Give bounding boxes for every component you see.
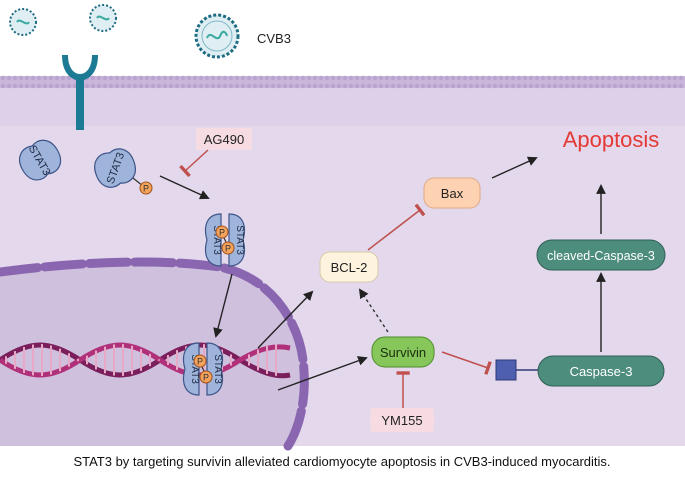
ag490-inhibit-line xyxy=(179,149,209,178)
receptor xyxy=(62,55,98,130)
stat3-label: STAT3 xyxy=(211,225,222,255)
cell-membrane xyxy=(0,75,685,89)
survivin-label: Survivin xyxy=(380,345,426,360)
arrow-to-survivin xyxy=(277,356,368,391)
bcl2-label: BCL-2 xyxy=(331,260,368,275)
arrow-translocation xyxy=(213,273,233,338)
cleaved-caspase3-label: cleaved-Caspase-3 xyxy=(547,249,655,263)
arrow-bax-apoptosis xyxy=(491,156,538,179)
ym155-label: YM155 xyxy=(381,413,422,428)
virus-icon xyxy=(9,8,37,36)
stat3-label: STAT3 xyxy=(189,354,200,384)
phospho-label: P xyxy=(143,184,149,194)
phospho-label: P xyxy=(219,228,225,238)
cleaved-caspase3-node: cleaved-Caspase-3 xyxy=(536,239,666,271)
stat3-monomer: STAT3 xyxy=(19,139,62,181)
bcl2-node: BCL-2 xyxy=(319,251,379,283)
stat3-dimer-nucleus: STAT3 STAT3 P P xyxy=(182,342,224,396)
stat3-dimer: STAT3 STAT3 P P xyxy=(204,213,246,267)
ag490-inhibitor: AG490 xyxy=(196,128,252,150)
bax-node: Bax xyxy=(423,177,481,209)
survivin-inhibits-caspase3 xyxy=(441,351,492,375)
virus-label: CVB3 xyxy=(257,31,291,46)
arrow-activation xyxy=(159,175,210,200)
survivin-node: Survivin xyxy=(371,336,435,368)
figure-caption: STAT3 by targeting survivin alleviated c… xyxy=(73,454,610,469)
bcl2-inhibits-bax xyxy=(367,203,426,251)
virus-icon xyxy=(194,13,240,59)
stat3-phosphorylated: STAT3 P xyxy=(94,148,153,195)
bax-label: Bax xyxy=(441,186,464,201)
apoptosis-label: Apoptosis xyxy=(563,127,660,152)
caspase3-node: Caspase-3 xyxy=(495,355,665,387)
phospho-label: P xyxy=(225,244,231,254)
virus-icon xyxy=(89,4,117,32)
ag490-label: AG490 xyxy=(204,132,244,147)
caspase3-label: Caspase-3 xyxy=(570,364,633,379)
phospho-label: P xyxy=(197,357,203,367)
stat3-label: STAT3 xyxy=(212,354,223,384)
survivin-to-bcl2-dashed xyxy=(358,288,389,333)
ym155-inhibitor: YM155 xyxy=(370,408,434,432)
stat3-label: STAT3 xyxy=(234,225,245,255)
phospho-label: P xyxy=(203,373,209,383)
arrow-to-bcl2 xyxy=(257,290,314,349)
